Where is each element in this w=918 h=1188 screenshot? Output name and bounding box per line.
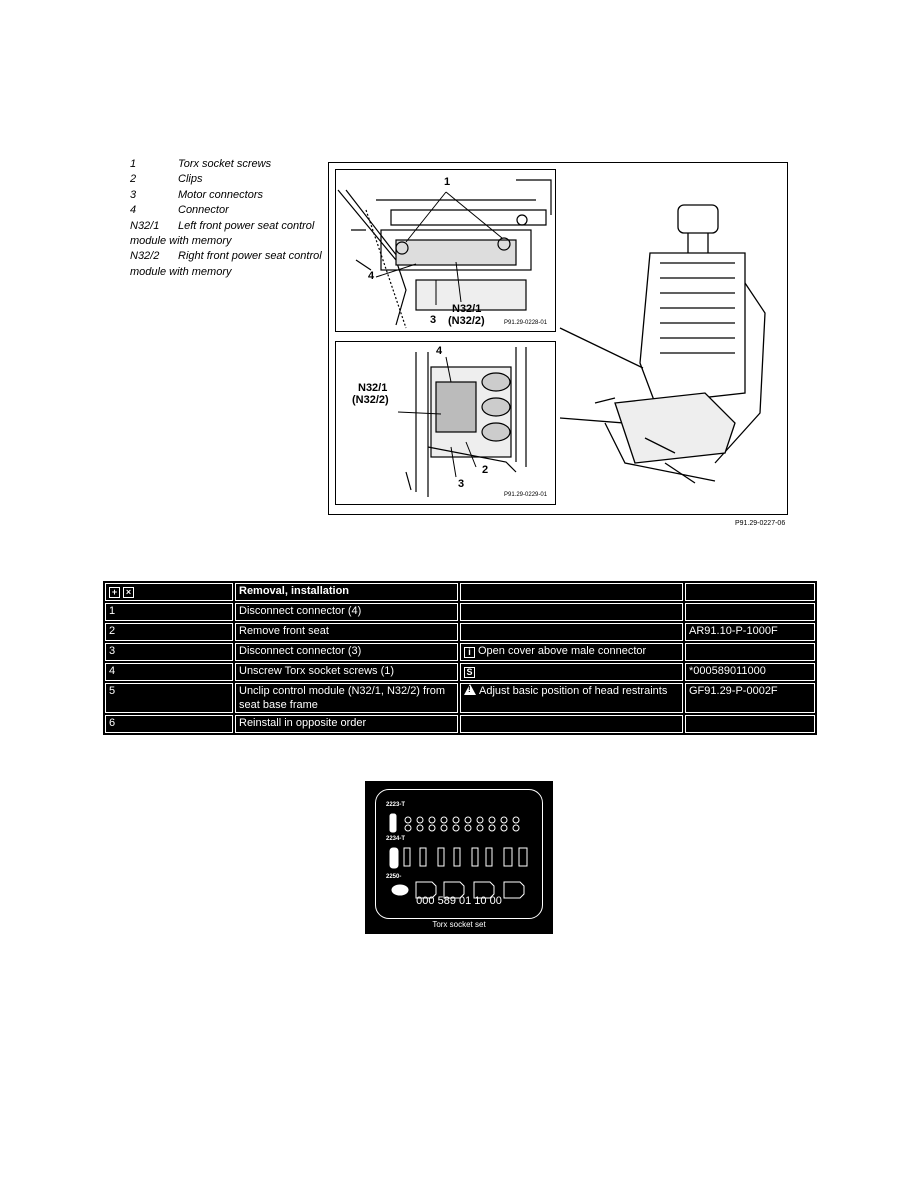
callout-2: 2 <box>482 464 489 476</box>
callout-3: 3 <box>430 314 437 326</box>
callout-1: 1 <box>444 176 451 188</box>
tool-icon[interactable]: S <box>464 667 475 678</box>
step-note <box>460 603 683 621</box>
callout-4: 4 <box>368 270 375 282</box>
socket-group-label: 2234-T <box>386 836 406 842</box>
step-ref <box>685 715 815 733</box>
callout-n32-2: (N32/2) <box>448 315 485 327</box>
header-empty <box>685 583 815 601</box>
step-text: Unscrew Torx socket screws (1) <box>235 663 458 681</box>
header-icons: +× <box>105 583 233 601</box>
figure-ref: P91.29-0227-06 <box>735 520 786 527</box>
table-header-row: +× Removal, installation <box>105 583 815 601</box>
step-note-cell: S <box>460 663 683 681</box>
step-ref <box>685 603 815 621</box>
callout-n32-1: N32/1 <box>452 303 482 315</box>
step-note <box>460 715 683 733</box>
socket-group-label: 2223-T <box>386 802 406 808</box>
callout-n32-1: N32/1 <box>358 382 388 394</box>
step-number: 6 <box>105 715 233 733</box>
control-module-illustration <box>397 347 527 497</box>
step-text: Disconnect connector (4) <box>235 603 458 621</box>
step-number: 1 <box>105 603 233 621</box>
info-icon[interactable]: i <box>464 647 475 658</box>
seat-rail-illustration <box>337 179 552 329</box>
seat-diagram-figure: 1 4 3 N32/1 (N32/2) P91.29-0228-01 <box>328 162 788 515</box>
tool-caption: Torx socket set <box>432 920 486 929</box>
step-text: Unclip control module (N32/1, N32/2) fro… <box>235 683 458 713</box>
inset-ref: P91.29-0229-01 <box>504 492 548 498</box>
detail-inset-top: 1 4 3 N32/1 (N32/2) P91.29-0228-01 <box>335 169 556 332</box>
inset-ref: P91.29-0228-01 <box>504 320 548 326</box>
tool-case: 2223-T 2234-T 2250- <box>375 789 543 919</box>
callout-4: 4 <box>436 345 443 357</box>
step-number: 4 <box>105 663 233 681</box>
step-note-cell: !Adjust basic position of head restraint… <box>460 683 683 713</box>
collapse-icon[interactable]: × <box>123 587 134 598</box>
step-text: Disconnect connector (3) <box>235 643 458 661</box>
step-ref-link[interactable]: *000589011000 <box>685 663 815 681</box>
callout-3: 3 <box>458 478 465 490</box>
step-ref <box>685 643 815 661</box>
table-row: 4 Unscrew Torx socket screws (1) S *0005… <box>105 663 815 681</box>
procedure-table: +× Removal, installation 1 Disconnect co… <box>103 581 817 735</box>
table-row: 5 Unclip control module (N32/1, N32/2) f… <box>105 683 815 713</box>
warning-icon[interactable]: ! <box>464 684 476 695</box>
step-note: Open cover above male connector <box>478 645 647 657</box>
step-ref-link[interactable]: GF91.29-P-0002F <box>685 683 815 713</box>
step-number: 3 <box>105 643 233 661</box>
front-seat-illustration <box>559 204 766 484</box>
step-note <box>460 623 683 641</box>
table-row: 6 Reinstall in opposite order <box>105 715 815 733</box>
detail-inset-bottom: 4 N32/1 (N32/2) 2 3 P91.29-0229-01 <box>335 341 556 505</box>
step-ref-link[interactable]: AR91.10-P-1000F <box>685 623 815 641</box>
step-text: Remove front seat <box>235 623 458 641</box>
table-row: 1 Disconnect connector (4) <box>105 603 815 621</box>
tool-part-number: 000 589 01 10 00 <box>416 895 502 907</box>
torx-socket-set-image: 2223-T 2234-T 2250- 000 589 01 10 00 Tor… <box>365 781 553 934</box>
header-empty <box>460 583 683 601</box>
step-text: Reinstall in opposite order <box>235 715 458 733</box>
header-title: Removal, installation <box>235 583 458 601</box>
table-row: 2 Remove front seat AR91.10-P-1000F <box>105 623 815 641</box>
socket-set-illustration <box>389 813 528 899</box>
step-number: 2 <box>105 623 233 641</box>
expand-icon[interactable]: + <box>109 587 120 598</box>
socket-group-label: 2250- <box>386 874 402 880</box>
callout-n32-2: (N32/2) <box>352 394 389 406</box>
step-number: 5 <box>105 683 233 713</box>
step-note: Adjust basic position of head restraints <box>479 685 668 697</box>
